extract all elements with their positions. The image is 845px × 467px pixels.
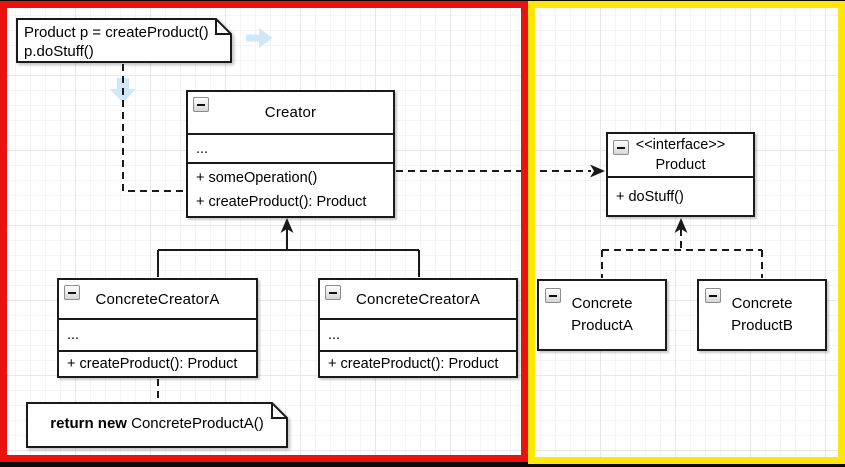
note-shape <box>26 402 288 448</box>
red-highlight-frame[interactable] <box>0 1 528 462</box>
class-title-line: Concrete <box>731 295 793 312</box>
class-header: <<interface>> Product <box>608 134 753 176</box>
fields-ellipsis: ... <box>67 327 80 343</box>
arrowhead-up <box>674 218 688 233</box>
fields-ellipsis: ... <box>196 140 209 157</box>
note-line: Product p = createProduct() <box>24 24 209 41</box>
method-label: + createProduct(): Product <box>328 356 499 372</box>
note-normal-text: ConcreteProductA() <box>126 415 264 432</box>
hint-arrow-right-icon <box>246 28 273 48</box>
note-client-code[interactable]: Product p = createProduct() p.doStuff() <box>16 18 232 63</box>
method-label: + someOperation() <box>196 170 318 186</box>
method-label: + doStuff() <box>616 188 684 205</box>
method-label: + createProduct(): Product <box>196 194 367 210</box>
collapse-minus-icon[interactable] <box>613 140 629 155</box>
collapse-minus-icon[interactable] <box>705 288 721 303</box>
class-title: Concrete ProductB <box>699 281 825 349</box>
edge-note-to-creator[interactable] <box>122 64 184 192</box>
fields-ellipsis: ... <box>328 327 341 343</box>
class-concrete-product-a[interactable]: Concrete ProductA <box>537 279 667 351</box>
class-title: Concrete ProductA <box>539 281 665 349</box>
class-title: Creator <box>264 104 317 121</box>
class-concrete-creator-right[interactable]: ConcreteCreatorA ... + createProduct(): … <box>318 278 518 378</box>
class-title: Product <box>655 157 706 173</box>
class-methods: + createProduct(): Product <box>59 350 256 376</box>
note-shape <box>16 18 232 63</box>
screenshot-bottom-edge <box>0 461 845 467</box>
class-methods: + createProduct(): Product <box>320 350 516 376</box>
class-header: ConcreteCreatorA <box>320 280 516 318</box>
class-creator-header: Creator <box>188 92 393 133</box>
stereotype-label: <<interface>> <box>635 137 726 153</box>
class-methods: + doStuff() <box>608 176 753 215</box>
class-fields: ... <box>59 318 256 350</box>
arrowhead-right <box>590 164 605 178</box>
note-line: p.doStuff() <box>24 43 94 60</box>
edge-inheritance-creators[interactable] <box>157 218 420 277</box>
note-bold-text: return new <box>50 415 127 432</box>
note-return-new-text: return new ConcreteProductA() <box>26 402 288 438</box>
class-title: ConcreteCreatorA <box>355 290 481 308</box>
class-header: ConcreteCreatorA <box>59 280 256 318</box>
edge-realization-products[interactable] <box>601 218 763 278</box>
yellow-highlight-frame[interactable] <box>528 1 845 464</box>
class-concrete-creator-left[interactable]: ConcreteCreatorA ... + createProduct(): … <box>57 278 258 378</box>
collapse-minus-icon[interactable] <box>545 288 561 303</box>
collapse-minus-icon[interactable] <box>325 285 341 300</box>
class-title-line: Concrete <box>571 295 633 312</box>
note-client-code-text: Product p = createProduct() p.doStuff() <box>16 18 232 66</box>
note-return-new[interactable]: return new ConcreteProductA() <box>26 402 288 448</box>
collapse-minus-icon[interactable] <box>64 285 80 300</box>
class-fields: ... <box>320 318 516 350</box>
class-concrete-product-b[interactable]: Concrete ProductB <box>697 279 827 351</box>
arrowhead-up <box>280 218 294 233</box>
method-label: + createProduct(): Product <box>67 356 238 372</box>
class-fields: ... <box>188 133 393 162</box>
collapse-minus-icon[interactable] <box>193 97 209 112</box>
class-title: ConcreteCreatorA <box>95 290 220 308</box>
class-creator[interactable]: Creator ... + someOperation() + createPr… <box>186 90 395 218</box>
class-title-line: ProductA <box>571 317 633 334</box>
class-product-interface[interactable]: <<interface>> Product + doStuff() <box>606 132 755 217</box>
class-title-line: ProductB <box>731 317 793 334</box>
class-methods: + someOperation() + createProduct(): Pro… <box>188 162 393 216</box>
edge-creator-to-product[interactable] <box>396 164 605 178</box>
